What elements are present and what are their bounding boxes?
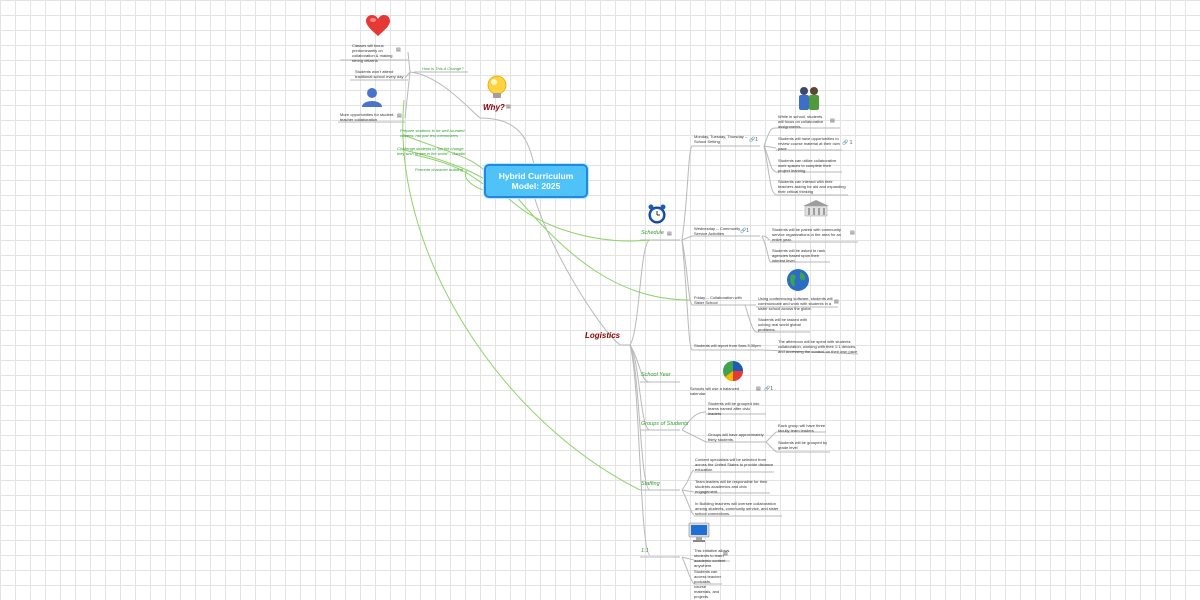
lightbulb-icon	[486, 75, 508, 106]
monday-count: 1	[755, 137, 759, 143]
note-icon[interactable]: ▤	[506, 104, 511, 110]
alarm-clock-icon	[647, 203, 667, 230]
one-to-one-label[interactable]: 1:1	[641, 548, 649, 554]
pie-chart-icon	[722, 360, 744, 387]
goal-well-rounded[interactable]: Prepare students to be well-rounded citi…	[400, 128, 465, 138]
friday-item-conferencing[interactable]: Using conferencing software, students wi…	[758, 296, 833, 311]
root-why-connector	[479, 117, 535, 165]
note-icon[interactable]: ▤	[396, 47, 401, 53]
schedule-label[interactable]: Schedule	[641, 230, 664, 236]
groups-subitem-grade[interactable]: Students will be grouped by grade level	[778, 440, 828, 450]
staffing-item-team-leaders[interactable]: Team leaders will be responsible for the…	[695, 479, 768, 494]
school-year-item[interactable]: Schools will use a balanced calendar.	[690, 386, 740, 396]
wednesday-label: Wednesday -- Community Service Activitie…	[694, 226, 741, 236]
globe-icon	[786, 268, 810, 297]
note-icon[interactable]: ▤	[850, 230, 855, 236]
how-item-attend[interactable]: Students won't attend traditional school…	[355, 69, 404, 79]
goal-character[interactable]: Promote character building	[415, 167, 463, 172]
note-icon[interactable]: ▤	[723, 551, 728, 557]
wednesday-item-paired[interactable]: Students will be paired with community s…	[772, 227, 841, 242]
friday-node[interactable]: Friday -- Collaboration with Sister Scho…	[694, 295, 744, 305]
note-icon[interactable]: ▤	[834, 299, 839, 305]
monday-item-review[interactable]: Students will have opportunities to revi…	[778, 136, 840, 151]
wednesday-node[interactable]: Wednesday -- Community Service Activitie…	[694, 226, 746, 236]
heart-icon	[366, 15, 390, 42]
how-change-label[interactable]: How is This A Change?	[422, 66, 464, 71]
groups-item-thirty[interactable]: Groups will have approximately thirty st…	[708, 432, 764, 442]
root-topic[interactable]: Hybrid Curriculum Model: 2025	[484, 164, 588, 198]
link-icon[interactable]: 🔗1	[749, 137, 759, 143]
report-item-afternoon[interactable]: The afternoon will be spent with student…	[778, 339, 858, 354]
friday-label: Friday -- Collaboration with Sister Scho…	[694, 295, 742, 305]
note-icon[interactable]: ▤	[830, 118, 835, 124]
school-year-count: 1	[770, 386, 774, 392]
person-icon	[360, 87, 384, 112]
one-to-one-item-anywhere[interactable]: This initiative allows students to learn…	[694, 548, 730, 568]
monday-item-collab[interactable]: While in school, students will focus on …	[778, 114, 824, 129]
people-icon	[796, 86, 822, 115]
wednesday-item-rank[interactable]: Students will be asked to rank agencies …	[772, 248, 826, 263]
root-logistics-connector	[533, 195, 621, 346]
how-item-focus[interactable]: Classes will focus predominantly on coll…	[352, 43, 393, 63]
note-icon[interactable]: ▤	[667, 231, 672, 237]
building-icon	[803, 200, 829, 223]
groups-label[interactable]: Groups of Students	[641, 421, 689, 427]
friday-item-problems[interactable]: Students will be tasked with solving rea…	[758, 317, 808, 332]
monday-item-workspaces[interactable]: Students can utilize collaborative work …	[778, 158, 837, 173]
link-icon[interactable]: 🔗1	[740, 228, 750, 234]
groups-subitem-faculty[interactable]: Each group will have three faculty team …	[778, 423, 826, 433]
groups-item-teams[interactable]: Students will be grouped into teams name…	[708, 401, 760, 416]
staffing-label[interactable]: Staffing	[641, 481, 660, 487]
staffing-item-specialists[interactable]: Content specialists will be selected fro…	[695, 457, 774, 472]
one-to-one-item-podcasts[interactable]: Students can access teacher podcasts, co…	[694, 569, 721, 599]
how-item-collab[interactable]: More opportunities for student-teacher c…	[340, 112, 395, 122]
monday-label: Monday, Tuesday, Thursday -- School Sett…	[694, 134, 748, 144]
note-icon[interactable]: ▤	[756, 386, 761, 392]
link-icon[interactable]: 🔗 1	[842, 140, 853, 146]
report-label: Students will report from 9am-3:30pm	[694, 343, 761, 348]
staffing-item-in-building[interactable]: In Building teachers will oversee collab…	[695, 501, 779, 516]
computer-icon	[688, 522, 710, 549]
wednesday-count: 1	[746, 228, 750, 234]
goal-be-the-change[interactable]: Challenge students to "be the change the…	[397, 146, 466, 156]
logistics-label[interactable]: Logistics	[585, 331, 621, 340]
school-year-label[interactable]: School Year	[641, 372, 671, 378]
root-title: Hybrid Curriculum Model: 2025	[498, 171, 574, 191]
monday-item-teachers[interactable]: Students can interact with their teacher…	[778, 179, 846, 194]
report-node[interactable]: Students will report from 9am-3:30pm	[694, 343, 766, 348]
link-icon[interactable]: 🔗1	[764, 386, 774, 392]
why-label[interactable]: Why?	[483, 103, 505, 112]
note-icon[interactable]: ▤	[397, 113, 402, 119]
monday-node[interactable]: Monday, Tuesday, Thursday -- School Sett…	[694, 134, 754, 144]
